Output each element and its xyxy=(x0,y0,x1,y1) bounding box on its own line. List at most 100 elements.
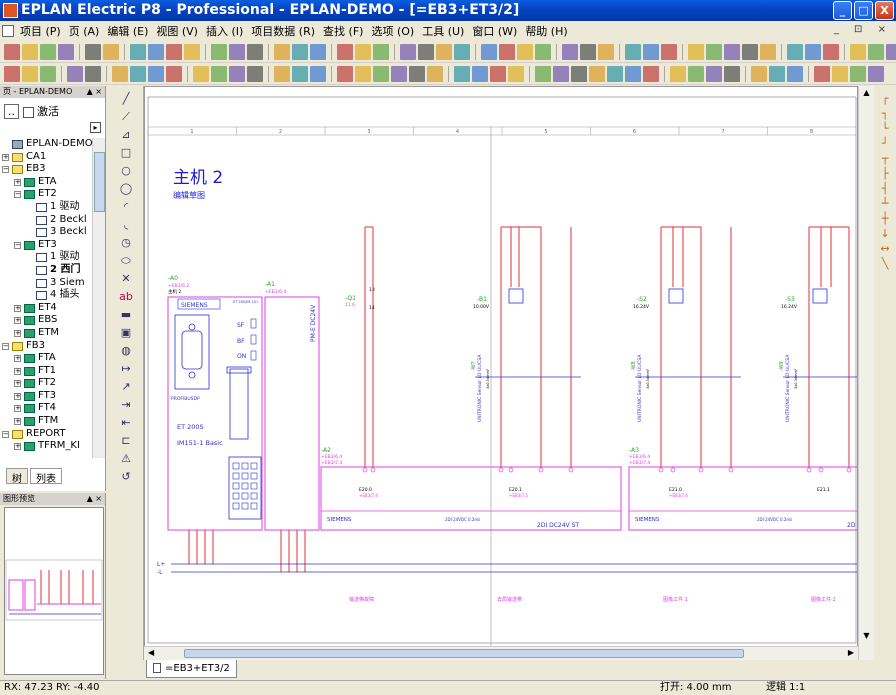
toolbar-tool-icon[interactable] xyxy=(643,43,659,60)
toolbar-tool-icon[interactable] xyxy=(148,43,164,60)
connection-symbol-icon[interactable]: ↓ xyxy=(880,227,890,240)
toolbar-tool-icon[interactable] xyxy=(454,65,470,82)
drawing-tool-icon[interactable]: ⚠ xyxy=(121,452,131,465)
toolbar-tool-icon[interactable] xyxy=(184,43,200,60)
tree-node[interactable]: +FTA xyxy=(0,352,92,365)
toolbar-tool-icon[interactable] xyxy=(247,65,263,82)
tree-node[interactable]: +FT2 xyxy=(0,377,92,390)
toolbar-tool-icon[interactable] xyxy=(760,43,776,60)
toolbar-tool-icon[interactable] xyxy=(607,65,623,82)
toolbar-tool-icon[interactable] xyxy=(868,65,884,82)
toolbar-tool-icon[interactable] xyxy=(85,65,101,82)
tree-expander-icon[interactable]: − xyxy=(14,240,21,249)
menu-edit[interactable]: 编辑 (E) xyxy=(107,25,149,38)
toolbar-tool-icon[interactable] xyxy=(706,43,722,60)
menu-view[interactable]: 视图 (V) xyxy=(156,25,198,38)
menu-help[interactable]: 帮助 (H) xyxy=(525,25,568,38)
toolbar-tool-icon[interactable] xyxy=(211,43,227,60)
scroll-left-icon[interactable]: ◀ xyxy=(148,648,155,657)
preview-panel-controls[interactable]: ▲ × xyxy=(86,494,102,503)
toolbar-tool-icon[interactable] xyxy=(292,43,308,60)
connection-symbol-icon[interactable]: ┐ xyxy=(881,107,889,120)
tree-expander-icon[interactable]: + xyxy=(14,442,21,451)
menu-find[interactable]: 查找 (F) xyxy=(323,25,364,38)
tree-expander-icon[interactable]: + xyxy=(14,303,21,312)
drawing-tool-icon[interactable]: ⟋ xyxy=(122,110,130,123)
drawing-tool-icon[interactable]: ◟ xyxy=(123,218,129,231)
toolbar-tool-icon[interactable] xyxy=(292,65,308,82)
toolbar-tool-icon[interactable] xyxy=(310,43,326,60)
up-level-button[interactable]: .. xyxy=(4,103,19,119)
canvas-vertical-scrollbar[interactable]: ▲ ▼ xyxy=(858,86,874,660)
tree-expander-icon[interactable]: + xyxy=(14,366,21,375)
connection-symbol-icon[interactable]: ┼ xyxy=(881,212,889,225)
h-scroll-thumb[interactable] xyxy=(184,649,744,658)
toolbar-tool-icon[interactable] xyxy=(436,43,452,60)
tree-node[interactable]: +EBS xyxy=(0,314,92,327)
menu-project-data[interactable]: 项目数据 (R) xyxy=(251,25,316,38)
drawing-tool-icon[interactable]: ╱ xyxy=(122,92,130,105)
scroll-up-icon[interactable]: ▲ xyxy=(863,88,870,97)
menu-tools[interactable]: 工具 (U) xyxy=(422,25,465,38)
tree-expander-icon[interactable]: + xyxy=(14,354,21,363)
toolbar-tool-icon[interactable] xyxy=(418,43,434,60)
drawing-tool-icon[interactable]: ◍ xyxy=(121,344,131,357)
document-tab[interactable]: =EB3+ET3/2 xyxy=(146,660,237,678)
toolbar-tool-icon[interactable] xyxy=(814,65,830,82)
tree-node[interactable]: +FT4 xyxy=(0,402,92,415)
toolbar-tool-icon[interactable] xyxy=(229,65,245,82)
tree-node[interactable]: 2 Beckl xyxy=(0,214,92,227)
menu-project[interactable]: 项目 (P) xyxy=(20,25,61,38)
drawing-tool-icon[interactable]: ↺ xyxy=(121,470,131,483)
toolbar-tool-icon[interactable] xyxy=(625,65,641,82)
mdi-controls[interactable]: _ ⊡ × xyxy=(833,24,892,35)
toolbar-tool-icon[interactable] xyxy=(625,43,641,60)
toolbar-tool-icon[interactable] xyxy=(499,43,515,60)
tree-node[interactable]: 3 Siem xyxy=(0,277,92,290)
menu-page[interactable]: 页 (A) xyxy=(68,25,100,38)
document-icon[interactable] xyxy=(2,25,14,37)
toolbar-tool-icon[interactable] xyxy=(166,43,182,60)
connection-symbol-icon[interactable]: ┤ xyxy=(881,182,889,195)
toolbar-tool-icon[interactable] xyxy=(805,43,821,60)
toolbar-tool-icon[interactable] xyxy=(598,43,614,60)
tree-node[interactable]: +FT1 xyxy=(0,365,92,378)
toolbar-tool-icon[interactable] xyxy=(472,65,488,82)
drawing-tool-icon[interactable]: ◷ xyxy=(121,236,131,249)
toolbar-tool-icon[interactable] xyxy=(427,65,443,82)
minimize-button[interactable]: _ xyxy=(833,1,852,20)
tree-node[interactable]: 2 西门 xyxy=(0,264,92,277)
toolbar-tool-icon[interactable] xyxy=(688,65,704,82)
toolbar-tool-icon[interactable] xyxy=(193,65,209,82)
toolbar-tool-icon[interactable] xyxy=(355,43,371,60)
toolbar-tool-icon[interactable] xyxy=(337,65,353,82)
toolbar-tool-icon[interactable] xyxy=(787,43,803,60)
connection-symbol-icon[interactable]: ┘ xyxy=(881,137,889,150)
toolbar-tool-icon[interactable] xyxy=(535,43,551,60)
toolbar-tool-icon[interactable] xyxy=(337,43,353,60)
tree-expander-icon[interactable]: − xyxy=(2,165,9,174)
tree-node[interactable]: +CA1 xyxy=(0,151,92,164)
tree-node[interactable]: −ET3 xyxy=(0,239,92,252)
drawing-tool-icon[interactable]: □ xyxy=(120,146,132,159)
toolbar-tool-icon[interactable] xyxy=(130,43,146,60)
toolbar-tool-icon[interactable] xyxy=(553,65,569,82)
connection-symbol-icon[interactable]: ┬ xyxy=(881,152,889,165)
drawing-tool-icon[interactable]: ○ xyxy=(121,164,131,177)
toolbar-tool-icon[interactable] xyxy=(454,43,470,60)
connection-symbol-icon[interactable]: ┴ xyxy=(881,197,889,210)
tree-node[interactable]: −FB3 xyxy=(0,340,92,353)
toolbar-tool-icon[interactable] xyxy=(517,43,533,60)
drawing-tool-icon[interactable]: ⇤ xyxy=(121,416,131,429)
toolbar-tool-icon[interactable] xyxy=(589,65,605,82)
toolbar-tool-icon[interactable] xyxy=(112,65,128,82)
toolbar-tool-icon[interactable] xyxy=(40,43,56,60)
toolbar-tool-icon[interactable] xyxy=(148,65,164,82)
toolbar-tool-icon[interactable] xyxy=(274,65,290,82)
toolbar-tool-icon[interactable] xyxy=(535,65,551,82)
tree-expander-icon[interactable]: + xyxy=(14,177,21,186)
connection-symbol-icon[interactable]: ┌ xyxy=(881,92,889,105)
toolbar-tool-icon[interactable] xyxy=(562,43,578,60)
connection-symbol-icon[interactable]: ╲ xyxy=(881,257,889,270)
toolbar-tool-icon[interactable] xyxy=(211,65,227,82)
